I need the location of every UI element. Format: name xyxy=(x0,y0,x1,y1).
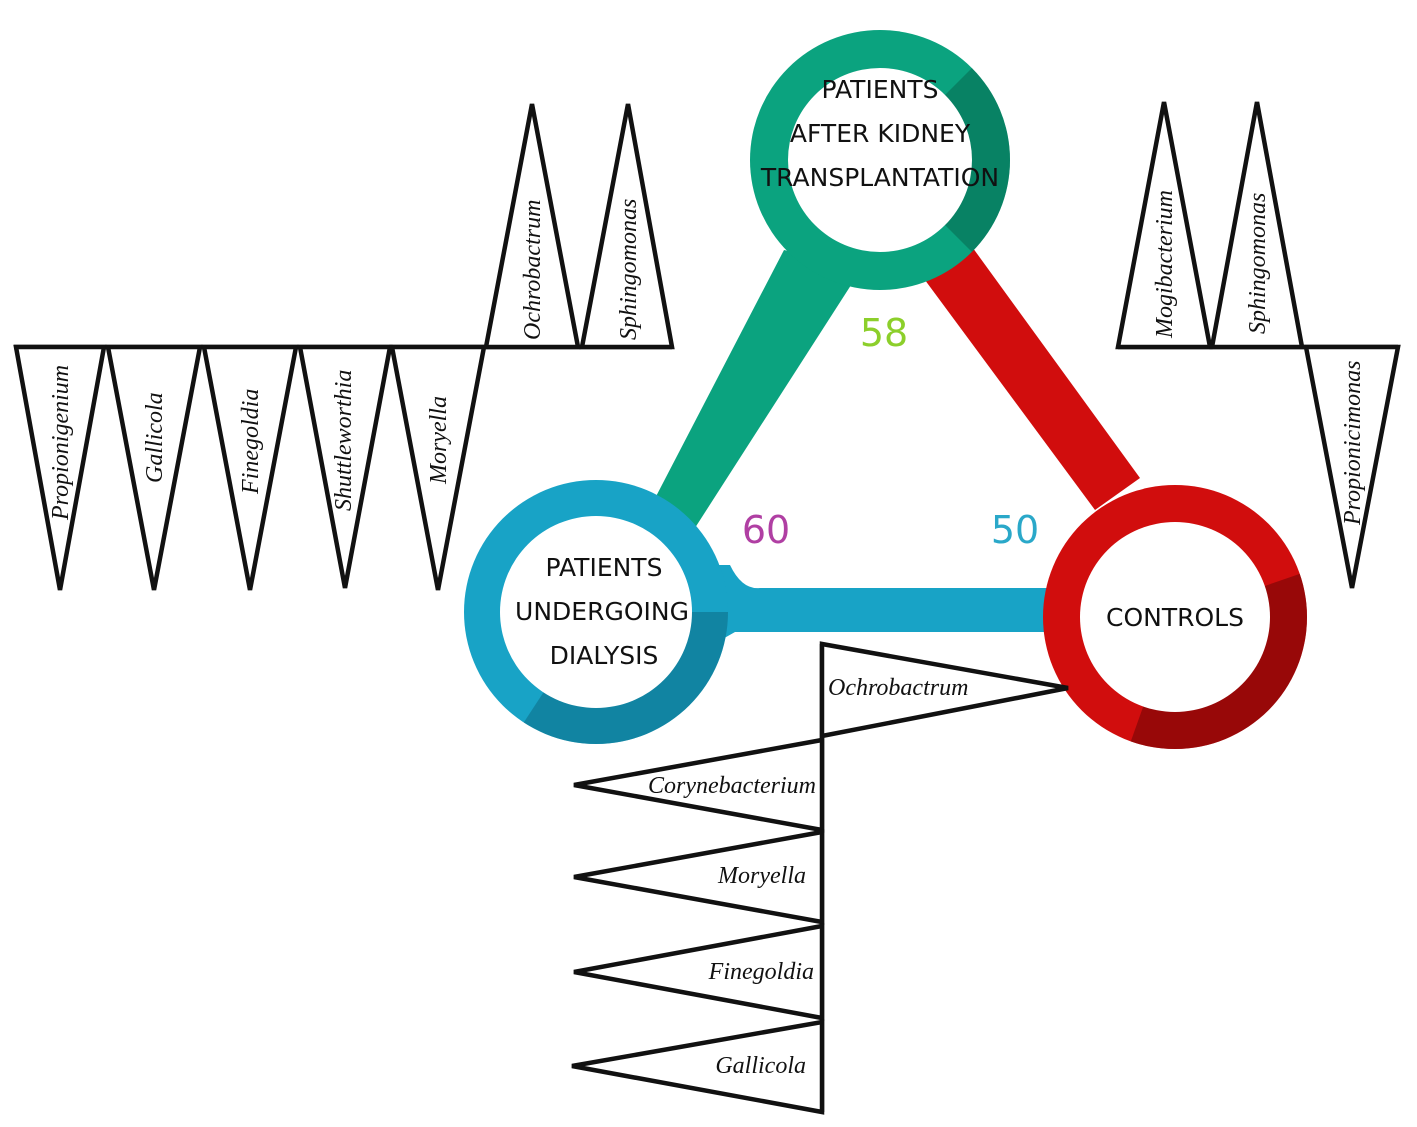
genus-bottom-left-2: Moryella xyxy=(717,863,806,889)
tri-bottom-left-2 xyxy=(573,829,825,925)
tri-left-down-1 xyxy=(13,344,107,591)
genus-left-up-2: Sphingomonas xyxy=(616,199,642,340)
genus-left-down-5: Moryella xyxy=(426,396,452,485)
genera-bottom: Ochrobactrum Corynebacterium Moryella Fi… xyxy=(571,641,1069,1115)
tri-bottom-left-3 xyxy=(573,923,825,1021)
tri-bottom-left-4 xyxy=(571,1019,825,1115)
arm-transplant-controls xyxy=(905,233,1140,510)
overlap-transplant-dialysis: 60 xyxy=(742,508,790,552)
genus-left-up-1: Ochrobactrum xyxy=(520,200,546,340)
genus-left-down-2: Gallicola xyxy=(142,392,168,483)
tri-right-up-1 xyxy=(1115,101,1213,350)
genus-right-up-2: Sphingomonas xyxy=(1245,193,1271,334)
label-transplant-2: AFTER KIDNEY xyxy=(790,119,971,148)
label-dialysis-2: UNDERGOING xyxy=(515,597,689,626)
arm-dialysis-controls xyxy=(700,565,1085,645)
tri-bottom-right-1 xyxy=(819,641,1069,739)
genus-bottom-left-4: Gallicola xyxy=(715,1053,806,1079)
label-transplant-3: TRANSPLANTATION xyxy=(760,163,999,192)
genus-bottom-left-1: Corynebacterium xyxy=(648,773,816,799)
genus-left-down-3: Finegoldia xyxy=(238,389,264,495)
label-dialysis-3: DIALYSIS xyxy=(550,641,659,670)
tri-left-down-5 xyxy=(389,344,487,591)
arm-transplant-dialysis xyxy=(637,250,862,545)
genera-right: Mogibacterium Sphingomonas Propionicimon… xyxy=(1115,101,1401,589)
genus-bottom-right-1: Ochrobactrum xyxy=(828,675,968,701)
connector-arms xyxy=(637,233,1140,645)
genera-left: Propionigenium Gallicola Finegoldia Shut… xyxy=(13,103,675,591)
tri-left-up-2 xyxy=(579,103,675,350)
tri-right-up-2 xyxy=(1209,101,1305,350)
genus-left-down-1: Propionigenium xyxy=(48,365,74,521)
tri-bottom-left-1 xyxy=(573,737,825,833)
genus-left-down-4: Shuttleworthia xyxy=(331,370,357,511)
genus-right-down-1: Propionicimonas xyxy=(1340,361,1366,526)
overlap-dialysis-controls: 50 xyxy=(991,508,1039,552)
tri-left-down-4 xyxy=(297,344,393,589)
ring-transplant xyxy=(750,30,1010,290)
tri-left-down-2 xyxy=(105,344,203,591)
genus-right-up-1: Mogibacterium xyxy=(1152,190,1178,339)
tri-left-down-3 xyxy=(201,344,299,591)
label-transplant-1: PATIENTS xyxy=(822,75,939,104)
label-dialysis-1: PATIENTS xyxy=(546,553,663,582)
ring-dialysis xyxy=(464,480,728,744)
genus-bottom-left-3: Finegoldia xyxy=(708,959,814,985)
label-controls: CONTROLS xyxy=(1106,603,1244,632)
ring-controls xyxy=(1043,485,1307,749)
tri-left-up-1 xyxy=(483,103,581,350)
tri-right-down-1 xyxy=(1303,344,1401,589)
overlap-transplant-controls: 58 xyxy=(860,311,908,355)
